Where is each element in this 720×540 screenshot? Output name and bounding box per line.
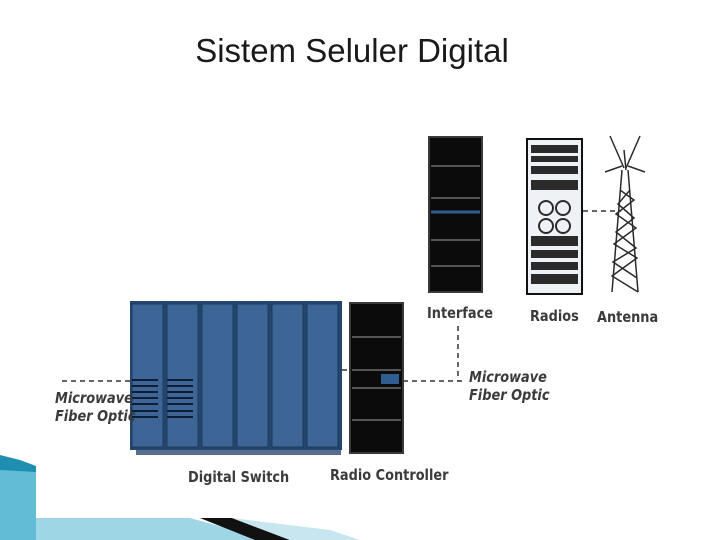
radios-rack — [526, 138, 583, 295]
digital-switch — [130, 301, 342, 455]
radios-label: Radios — [530, 307, 579, 325]
antenna-tower — [604, 135, 646, 293]
interface-label: Interface — [427, 304, 493, 322]
radio-controller-rack — [349, 302, 404, 454]
antenna-label: Antenna — [597, 308, 659, 326]
right-link-microwave: Microwave — [469, 368, 547, 386]
interface-rack — [428, 136, 483, 293]
connection-lines — [62, 210, 621, 382]
switch-panels — [131, 303, 339, 448]
corner-decoration — [0, 455, 360, 540]
switch-vents — [132, 379, 193, 418]
left-link-label: Microwave Fiber Optic — [55, 389, 136, 425]
right-link-fiber: Fiber Optic — [469, 386, 550, 404]
left-link-microwave: Microwave — [55, 389, 133, 407]
radio-controller-label: Radio Controller — [330, 466, 449, 484]
page-title: Sistem Seluler Digital — [195, 32, 509, 69]
digital-switch-label: Digital Switch — [188, 468, 290, 486]
right-link-label: Microwave Fiber Optic — [469, 368, 550, 404]
left-link-fiber: Fiber Optic — [55, 407, 136, 425]
